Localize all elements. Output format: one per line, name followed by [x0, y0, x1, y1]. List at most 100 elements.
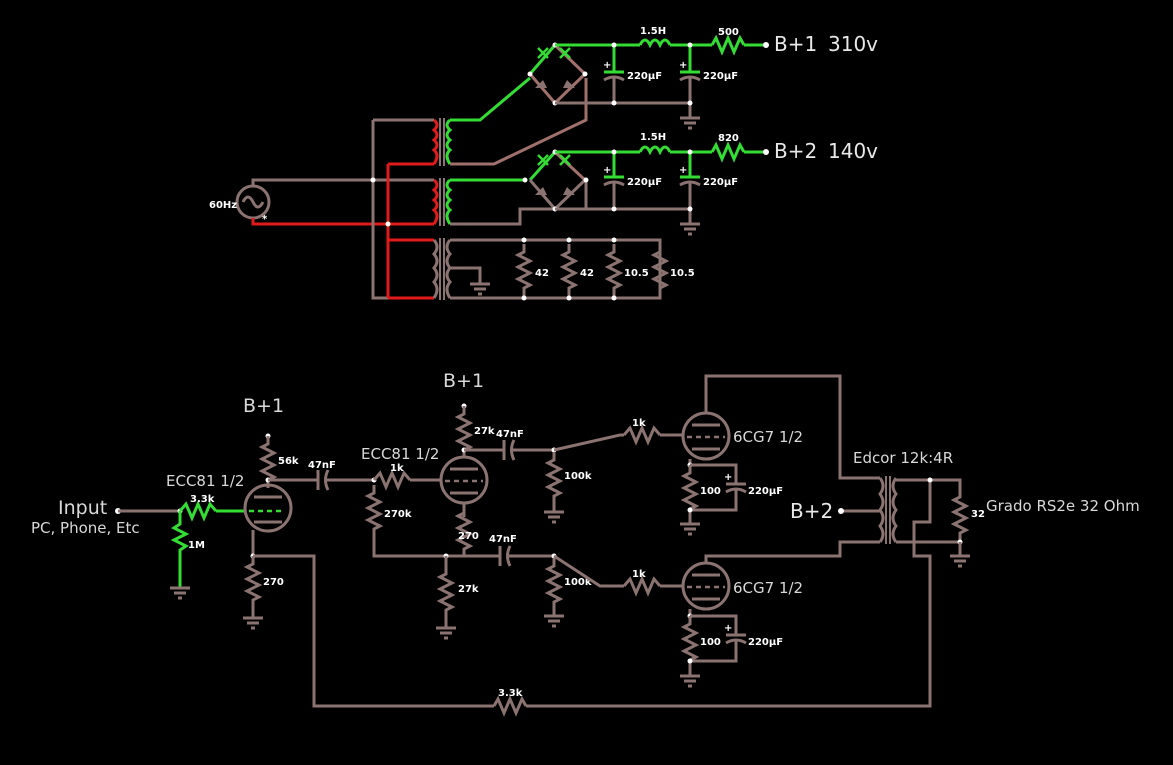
- r-100-a-label: 100: [700, 486, 721, 497]
- b1-label: B+1: [774, 32, 817, 56]
- input-label: Input: [58, 497, 107, 519]
- svg-text:+: +: [603, 165, 611, 176]
- resistor-500-label: 500: [718, 27, 739, 38]
- r-1k-grid-label: 1k: [390, 463, 404, 474]
- r-1k-b-label: 1k: [632, 569, 646, 580]
- tube1-label: ECC81 1/2: [166, 472, 244, 490]
- input-sub-label: PC, Phone, Etc: [31, 519, 140, 537]
- b1-output-terminal[interactable]: [763, 42, 769, 48]
- heater-load-2[interactable]: [561, 242, 577, 298]
- cathode-cap-a[interactable]: +: [724, 472, 747, 494]
- tube-ecc81-2[interactable]: [439, 455, 489, 505]
- c-47nf-2-label: 47nF: [496, 429, 524, 440]
- power-supply: * 60Hz: [209, 26, 878, 301]
- r-1k-a-label: 1k: [632, 418, 646, 429]
- r-270-mid-label: 270: [458, 531, 479, 542]
- filter-cap-4[interactable]: +: [679, 149, 701, 236]
- wire-ac-bottom: [251, 218, 388, 226]
- cathode-resistor-270[interactable]: [245, 554, 261, 610]
- choke-1[interactable]: [638, 38, 672, 49]
- load-42a-label: 42: [535, 268, 549, 279]
- coupling-cap-2[interactable]: [502, 439, 516, 461]
- b2-label: B+2: [774, 139, 817, 163]
- svg-text:+: +: [679, 60, 687, 71]
- grid-leak-1m[interactable]: [170, 511, 190, 588]
- load-105b-label: 10.5: [670, 268, 695, 279]
- tube4-label: 6CG7 1/2: [733, 579, 803, 597]
- heater-load-1[interactable]: [516, 242, 532, 298]
- cathode-cap-b[interactable]: +: [724, 623, 747, 645]
- choke-2-label: 1.5H: [640, 132, 666, 143]
- filter-cap-2[interactable]: +: [679, 42, 701, 130]
- resistor-820[interactable]: [710, 141, 746, 163]
- b2-output-terminal[interactable]: [763, 149, 769, 155]
- r-100-b-label: 100: [700, 637, 721, 648]
- grid-stopper-1k[interactable]: [372, 469, 412, 491]
- resistor-820-label: 820: [718, 133, 739, 144]
- r-270-cath-label: 270: [263, 577, 284, 588]
- cap-a-label: 220µF: [627, 71, 662, 82]
- b2-node-terminal[interactable]: [838, 508, 844, 514]
- resistor-27k-bottom[interactable]: [438, 564, 454, 620]
- filter-cap-3[interactable]: +: [603, 149, 625, 212]
- grid-resistor-100k-b[interactable]: [546, 556, 562, 612]
- output-transformer[interactable]: [878, 476, 898, 544]
- tube-6cg7-a[interactable]: [681, 411, 731, 461]
- choke-2[interactable]: [638, 145, 672, 156]
- load-105a-label: 10.5: [624, 268, 649, 279]
- coupling-cap-3[interactable]: [498, 545, 512, 567]
- coupling-cap-1[interactable]: [316, 469, 330, 491]
- load-resistor-32[interactable]: [952, 487, 968, 543]
- resistor-270k[interactable]: [366, 483, 382, 539]
- svg-text:+: +: [724, 472, 732, 483]
- feedback-resistor[interactable]: [492, 695, 528, 717]
- c-47nf-1-label: 47nF: [308, 460, 336, 471]
- grid-resistor-100k-a[interactable]: [546, 450, 562, 506]
- load-32-label: 32: [971, 509, 985, 520]
- grid-stopper-1k-a[interactable]: [622, 424, 662, 446]
- tube3-label: 6CG7 1/2: [733, 428, 803, 446]
- bridge-rectifier-1[interactable]: [527, 42, 588, 106]
- r-270k-label: 270k: [384, 509, 412, 520]
- wire-ac-top: [251, 178, 373, 186]
- tube2-label: ECC81 1/2: [361, 445, 439, 463]
- amplifier: Input PC, Phone, Etc 3.3k 1M ECC81 1/2 B…: [31, 370, 1140, 717]
- tube1-b1-label: B+1: [243, 395, 284, 417]
- filter-cap-1[interactable]: +: [603, 42, 625, 106]
- grid-stopper-1k-b[interactable]: [622, 575, 662, 597]
- c-220-a-label: 220µF: [748, 486, 783, 497]
- r-1m-label: 1M: [188, 540, 205, 551]
- load-42b-label: 42: [580, 268, 594, 279]
- c-220-b-label: 220µF: [748, 637, 783, 648]
- power-transformer-3[interactable]: [432, 238, 452, 300]
- input-resistor[interactable]: [178, 500, 218, 522]
- bridge-rectifier-2[interactable]: [522, 149, 589, 212]
- b1-voltage: 310v: [828, 32, 878, 56]
- svg-text:+: +: [603, 60, 611, 71]
- choke-1-label: 1.5H: [640, 26, 666, 37]
- tube-ecc81-1[interactable]: [243, 483, 293, 533]
- tube-6cg7-b[interactable]: [681, 561, 731, 611]
- r-in-label: 3.3k: [190, 494, 215, 505]
- cap-c-label: 220µF: [627, 177, 662, 188]
- heater-load-4[interactable]: [652, 242, 668, 298]
- svg-text:*: *: [262, 214, 268, 225]
- power-transformer-1[interactable]: [431, 118, 453, 166]
- svg-text:+: +: [679, 165, 687, 176]
- b2-voltage: 140v: [828, 139, 878, 163]
- r-27k-top-label: 27k: [474, 426, 495, 437]
- xfmr-label: Edcor 12k:4R: [853, 449, 953, 467]
- tube2-b1-label: B+1: [443, 370, 484, 392]
- headphones-label: Grado RS2e 32 Ohm: [986, 497, 1140, 515]
- resistor-500[interactable]: [710, 34, 746, 56]
- r-fb-label: 3.3k: [498, 688, 523, 699]
- b2-node-label: B+2: [790, 499, 833, 523]
- r-100k-a-label: 100k: [564, 471, 592, 482]
- freq-label: 60Hz: [209, 200, 237, 211]
- heater-load-3[interactable]: [606, 242, 622, 298]
- r-27k-bot-label: 27k: [458, 584, 479, 595]
- power-transformer-2[interactable]: [431, 178, 453, 226]
- primary-bus-left: [371, 120, 434, 300]
